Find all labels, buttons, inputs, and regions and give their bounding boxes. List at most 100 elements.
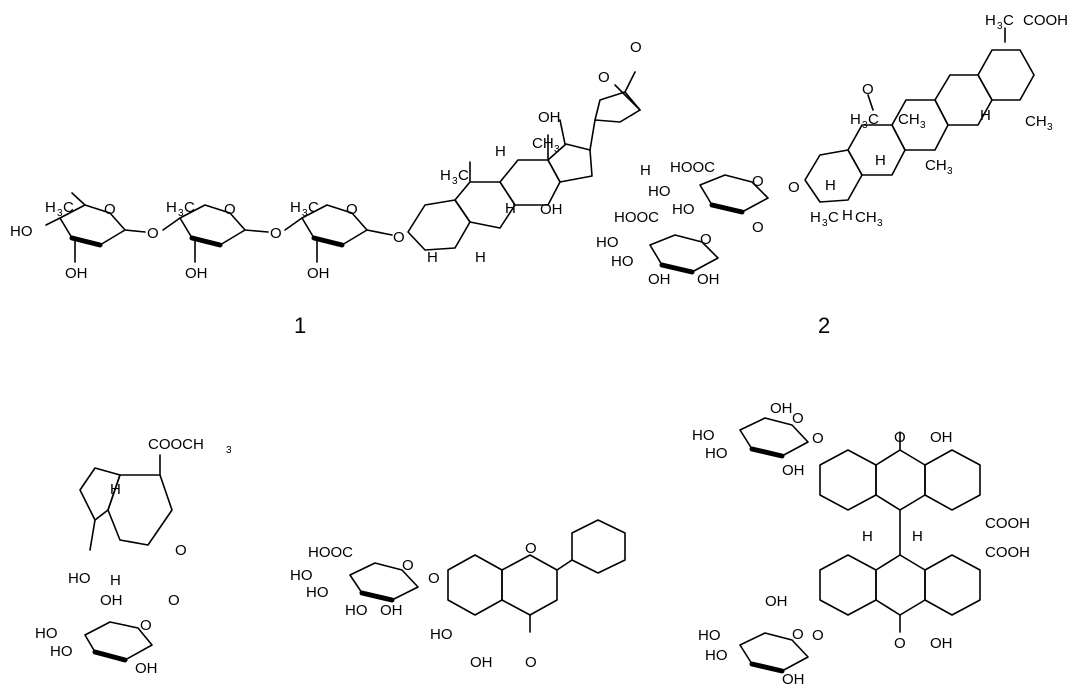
svg-text:C: C (308, 199, 319, 216)
svg-text:3: 3 (57, 208, 63, 219)
svg-text:OH: OH (100, 592, 123, 609)
compound-number-1: 1 (294, 313, 306, 338)
svg-text:HOOC: HOOC (614, 209, 659, 226)
compound-2: O H 3 C COOH CH 3 CH 3 H 3 C CH 3 H H H … (596, 12, 1068, 338)
svg-text:OH: OH (307, 265, 330, 282)
svg-text:CH: CH (855, 209, 877, 226)
svg-text:O: O (270, 225, 282, 242)
svg-text:O: O (894, 429, 906, 446)
svg-text:C: C (868, 111, 879, 128)
svg-text:O: O (862, 81, 874, 98)
svg-text:H: H (166, 199, 177, 216)
svg-text:3: 3 (997, 21, 1003, 32)
svg-text:COOH: COOH (985, 544, 1030, 561)
svg-text:H: H (842, 207, 853, 224)
compound-3: COOCH 3 H H O HO O OH HO HO OH O (35, 436, 232, 677)
svg-text:H: H (495, 143, 506, 160)
svg-text:H: H (640, 162, 651, 179)
svg-text:OH: OH (470, 654, 493, 671)
svg-text:H: H (427, 249, 438, 266)
compound-4: HOOC HO HO HO OH O O O HO OH O (290, 519, 626, 671)
svg-text:OH: OH (380, 602, 403, 619)
svg-text:O: O (525, 540, 537, 557)
svg-text:CH: CH (898, 111, 920, 128)
svg-text:H: H (980, 107, 991, 124)
svg-text:O: O (140, 617, 152, 634)
svg-text:H: H (475, 249, 486, 266)
svg-text:OH: OH (782, 671, 805, 688)
svg-text:O: O (700, 231, 712, 248)
svg-text:C: C (458, 167, 469, 184)
svg-text:HO: HO (692, 427, 715, 444)
svg-text:C: C (63, 199, 74, 216)
svg-text:O: O (428, 570, 440, 587)
svg-text:O: O (812, 430, 824, 447)
svg-text:OH: OH (697, 271, 720, 288)
svg-text:H: H (875, 152, 886, 169)
sugar-1: HO OH H 3 C O O (10, 192, 159, 282)
svg-text:CH: CH (532, 135, 554, 152)
svg-text:HO: HO (705, 445, 728, 462)
sugar-2: H 3 C O OH O (162, 199, 282, 282)
svg-text:OH: OH (765, 593, 788, 610)
svg-text:OH: OH (538, 109, 561, 126)
svg-text:HO: HO (596, 234, 619, 251)
svg-text:OH: OH (185, 265, 208, 282)
svg-text:OH: OH (930, 429, 953, 446)
svg-text:HO: HO (672, 201, 695, 218)
svg-text:COOCH: COOCH (148, 436, 204, 453)
compound-5: O O OH OH COOH COOH H H O O OH HO HO OH … (692, 400, 1030, 688)
svg-text:3: 3 (302, 208, 308, 219)
svg-text:O: O (792, 410, 804, 427)
svg-text:H: H (810, 209, 821, 226)
svg-text:H: H (505, 200, 516, 217)
svg-text:3: 3 (822, 218, 828, 229)
svg-text:O: O (598, 69, 610, 86)
svg-text:H: H (825, 177, 836, 194)
svg-text:3: 3 (947, 166, 953, 177)
svg-text:HO: HO (611, 253, 634, 270)
svg-text:O: O (788, 179, 800, 196)
svg-text:COOH: COOH (985, 515, 1030, 532)
svg-text:O: O (175, 542, 187, 559)
steroid-core: O O OH H 3 C CH 3 H H H OH H H (407, 39, 651, 266)
svg-text:3: 3 (554, 144, 560, 155)
svg-text:O: O (630, 39, 642, 56)
svg-text:O: O (402, 557, 414, 574)
svg-text:HOOC: HOOC (308, 544, 353, 561)
svg-text:HO: HO (306, 584, 329, 601)
svg-text:O: O (752, 219, 764, 236)
svg-text:HO: HO (50, 643, 73, 660)
svg-text:H: H (850, 111, 861, 128)
svg-text:O: O (224, 201, 236, 218)
svg-text:HO: HO (698, 627, 721, 644)
svg-text:H: H (440, 167, 451, 184)
svg-text:HO: HO (68, 570, 91, 587)
svg-text:HO: HO (35, 625, 58, 642)
label-o-link: O (147, 225, 159, 242)
svg-text:CH: CH (1025, 113, 1047, 130)
svg-text:H: H (290, 199, 301, 216)
svg-text:O: O (894, 635, 906, 652)
svg-text:HO: HO (290, 567, 313, 584)
svg-text:OH: OH (540, 201, 563, 218)
label-h3c: H (45, 199, 56, 216)
svg-text:3: 3 (452, 176, 458, 187)
svg-text:OH: OH (770, 400, 793, 417)
svg-text:H: H (862, 528, 873, 545)
svg-text:O: O (812, 627, 824, 644)
svg-text:OH: OH (135, 660, 158, 677)
svg-text:3: 3 (226, 445, 232, 456)
svg-text:3: 3 (862, 120, 868, 131)
svg-text:O: O (393, 229, 405, 246)
svg-text:OH: OH (782, 462, 805, 479)
svg-text:C: C (1003, 12, 1014, 29)
svg-text:C: C (184, 199, 195, 216)
svg-text:3: 3 (877, 218, 883, 229)
svg-text:HO: HO (430, 626, 453, 643)
sugar-3: H 3 C O OH O (284, 199, 405, 282)
label-ho: HO (10, 223, 33, 240)
svg-text:HO: HO (345, 602, 368, 619)
svg-text:CH: CH (925, 157, 947, 174)
